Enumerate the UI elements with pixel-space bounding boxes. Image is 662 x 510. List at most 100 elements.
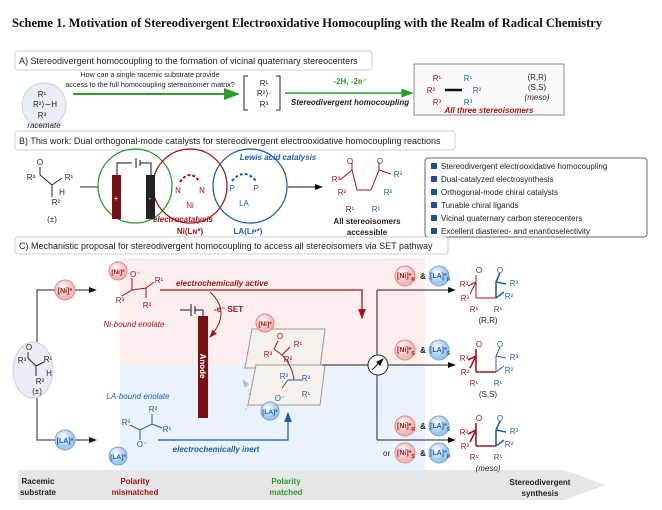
atom-o2: O: [497, 266, 503, 275]
ni-catalyst-badge: [54, 279, 76, 301]
features-box: [424, 157, 648, 238]
la-badge-text: [LA]*R: [430, 450, 451, 460]
ni-label: [Ni]*: [397, 450, 412, 457]
prod-b-r1a: R¹: [346, 205, 355, 214]
bottom-racemic-1: Racemic: [22, 477, 55, 486]
plane-la-badge: [260, 401, 280, 421]
ni-enolate-badge: [108, 261, 128, 281]
la-label: [LA]*: [430, 450, 447, 457]
atom-o2: O: [497, 414, 503, 423]
product-config-label: (S,S): [479, 390, 498, 399]
substrate-b-bonds: [39, 167, 63, 197]
feature-bullet-icon: [431, 176, 437, 182]
ni-label: [Ni]*: [397, 273, 412, 280]
isomer-ss: (S,S): [528, 83, 547, 92]
la-config: R: [447, 454, 451, 460]
ni-label: [Ni]*: [397, 423, 412, 430]
electrocatalysis-circle: [152, 148, 228, 224]
inert-dashed-arrow: [242, 379, 250, 411]
sub-c-r2: R²: [36, 377, 45, 386]
feature-item: Excellent diastereo- and enantioselectiv…: [441, 227, 590, 236]
anode-label: Anode: [198, 354, 207, 379]
ampersand: &: [420, 422, 426, 431]
section-a-header: A) Stereodivergent homocoupling to the f…: [19, 56, 358, 66]
plane-r2b: R²: [302, 374, 311, 383]
la-label: [LA]*: [430, 423, 447, 430]
atom-r3a: R³: [460, 428, 469, 437]
product-r2a: R²: [427, 86, 436, 95]
product-r2b: R²: [473, 86, 482, 95]
ni-badge-text: [Ni]*S: [397, 450, 415, 460]
la-badge: [428, 442, 450, 464]
la-enolate-badge: [108, 446, 128, 466]
la-badge: [428, 415, 450, 437]
atom-r2b: R²: [505, 292, 514, 301]
section-b-header-box: [14, 130, 456, 151]
electrocatalysis-label: electrocatalysis: [153, 215, 214, 224]
section-a: A) Stereodivergent homocoupling to the f…: [14, 50, 565, 130]
section-b-header: B) This work: Dual orthogonal-mode catal…: [19, 136, 441, 146]
active-arrow: [160, 289, 366, 320]
right-half-bonds: [495, 420, 507, 447]
right-half-bonds: [495, 272, 507, 299]
plane-lower-bonds: [281, 379, 302, 389]
ni-badge: [394, 415, 416, 437]
bottom-match-2: matched: [270, 488, 303, 497]
set-curved-arrow: [209, 291, 222, 338]
battery-icon: [116, 158, 152, 175]
sub-c-o: O: [26, 343, 32, 352]
bottom-mismatch-1: Polarity: [120, 477, 150, 486]
plane-o2: O⁻: [275, 394, 285, 403]
section-b: B) This work: Dual orthogonal-mode catal…: [14, 130, 648, 238]
sub-c-h: H: [46, 369, 52, 378]
racemate-r1: R¹: [38, 90, 47, 99]
bottom-synth-2: synthesis: [522, 489, 559, 498]
product-config-label: (meso): [476, 464, 501, 473]
ni-badge: [394, 339, 416, 361]
sub-b-r3: R³: [27, 173, 36, 182]
plane-upper-bonds: [273, 340, 295, 381]
plane-r3b: R³: [280, 372, 289, 381]
right-half-bonds: [495, 346, 507, 373]
section-c-header: C) Mechanistic proposal for stereodiverg…: [19, 241, 433, 251]
feature-item: Orthogonal-mode chiral catalysts: [441, 188, 558, 197]
bottom-synth-1: Stereodivergent: [510, 478, 571, 487]
plane-la-cat: [LA]*: [262, 409, 278, 416]
ni-ligand-arc: [179, 174, 201, 183]
racemate-circle: [21, 82, 67, 128]
racemate-r2h: R²⟩∼H: [33, 100, 57, 109]
sub-b-pm: (±): [47, 215, 57, 224]
la-enolate-r1: R¹: [163, 425, 172, 434]
sub-c-r3: R³: [18, 356, 27, 365]
product-config-label: (R,R): [478, 316, 497, 325]
substrate-c-bonds: [27, 352, 45, 376]
atom-o1: O: [476, 266, 482, 275]
bottom-mismatch-2: mismatched: [112, 488, 159, 497]
product-r1a: R¹: [433, 74, 442, 83]
scheme-title: Scheme 1. Motivation of Stereodivergent …: [12, 16, 603, 30]
minus-sign: -: [149, 194, 152, 203]
la-enolate-cat: [LA]*: [110, 454, 126, 461]
prod-b-o2: O: [377, 157, 383, 166]
atom-r3b: R³: [510, 427, 519, 436]
atom-o1: O: [476, 414, 482, 423]
la-label: [LA]*: [430, 347, 447, 354]
lewis-acid-label: Lewis acid catalysis: [240, 153, 317, 162]
switch-needle-icon: [371, 358, 384, 371]
plane-o: O: [277, 332, 283, 341]
atom-r1a: R¹: [470, 305, 479, 314]
la-enolate-r3: R³: [122, 418, 131, 427]
atom-r3a: R³: [460, 354, 469, 363]
question-line-1: How can a single racemic substrate provi…: [80, 70, 219, 79]
selector-switch: [367, 354, 389, 376]
isomer-rr: (R,R): [527, 73, 546, 82]
atom-r1a: R¹: [470, 379, 479, 388]
set-label: -e⁻ SET: [214, 305, 243, 314]
ni-ligand-ni: Ni: [186, 201, 194, 210]
lower-plane: [247, 364, 326, 406]
ni-badge: [394, 265, 416, 287]
prod-b-r3a: R³: [332, 175, 341, 184]
